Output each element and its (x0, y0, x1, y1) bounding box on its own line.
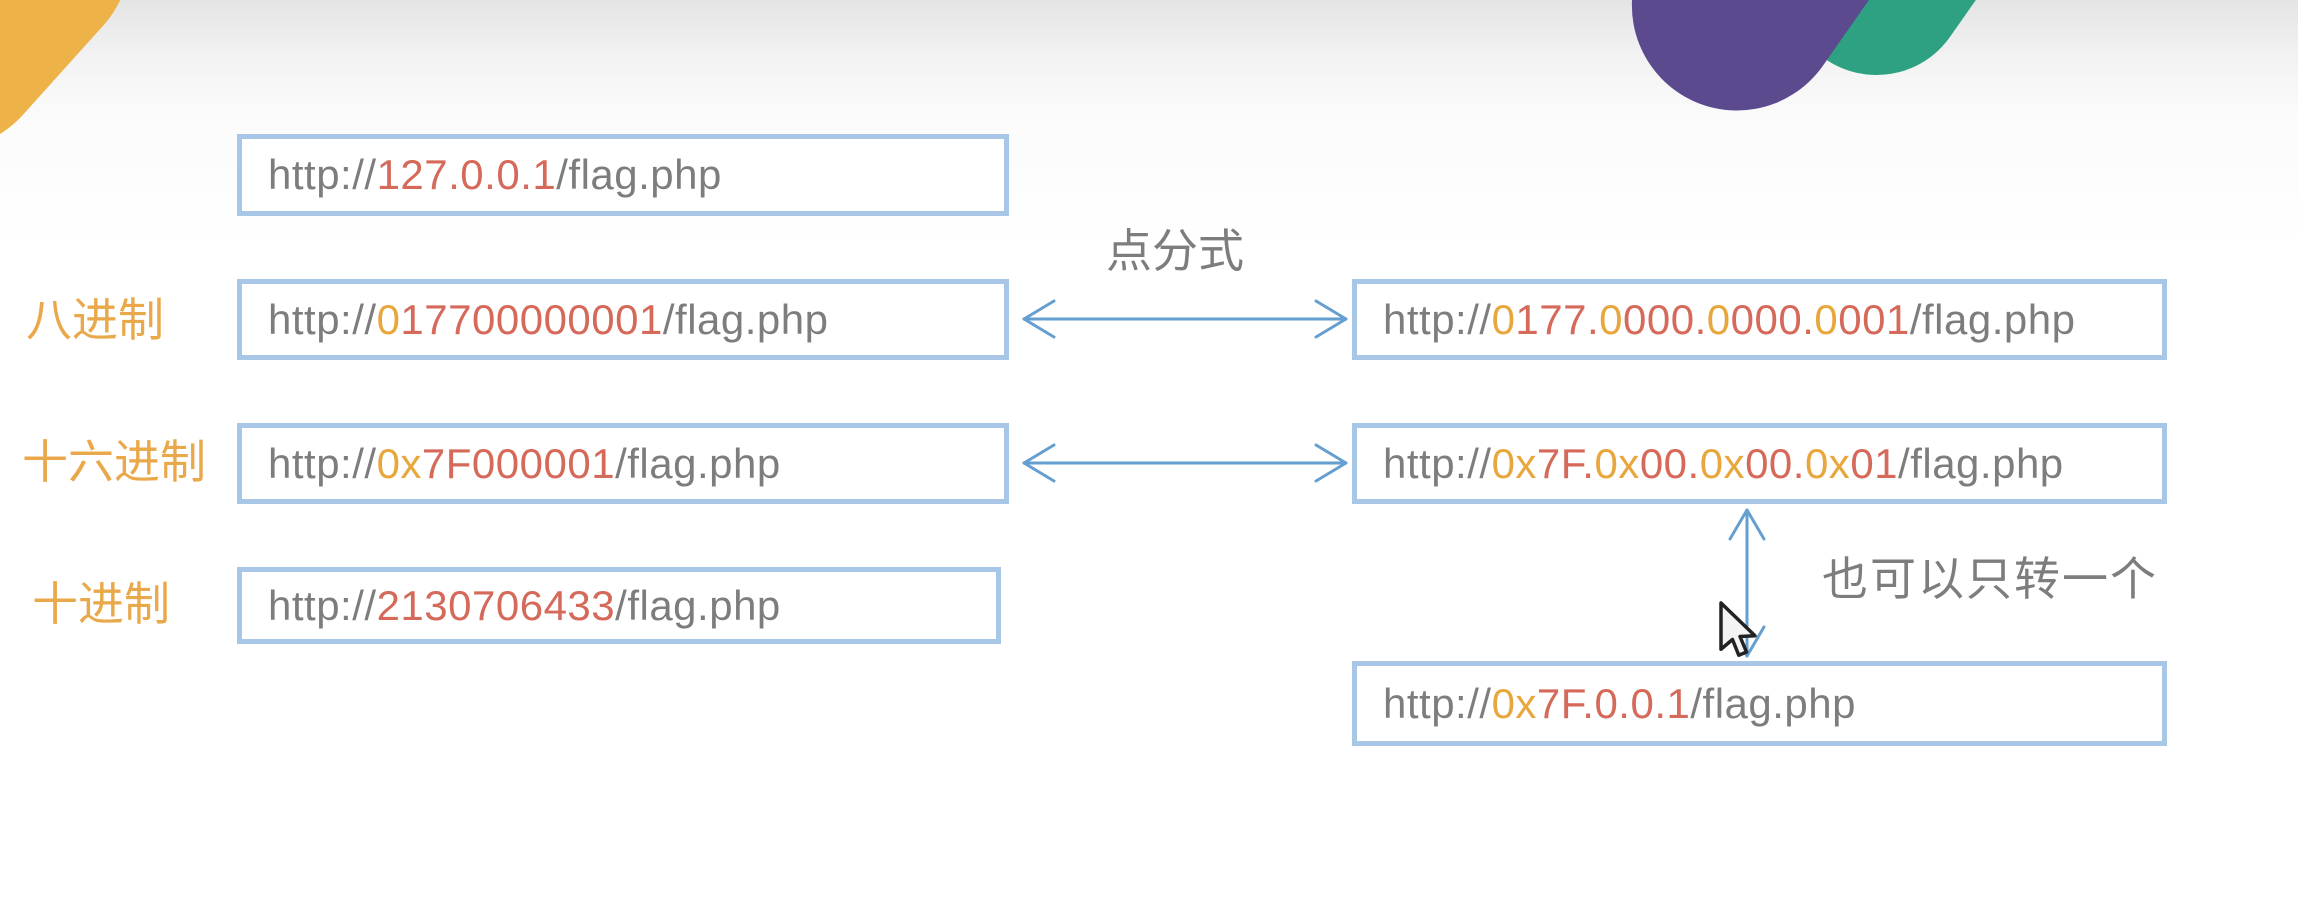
url-text-octal-dotted: http://0177.0000.0000.0001/flag.php (1383, 295, 2076, 343)
url-text-hex-partial: http://0x7F.0.0.1/flag.php (1383, 679, 1857, 727)
row-label-hex: 十六进制 (22, 436, 206, 488)
url-box-hex-partial: http://0x7F.0.0.1/flag.php (1352, 661, 2167, 746)
url-text-hex-single: http://0x7F000001/flag.php (268, 439, 781, 487)
row-label-decimal: 十进制 (32, 578, 170, 630)
mouse-cursor-icon (1719, 601, 1757, 657)
url-text-decimal-single: http://2130706433/flag.php (268, 581, 781, 629)
url-box-hex-dotted: http://0x7F.0x00.0x00.0x01/flag.php (1352, 423, 2167, 504)
annotation-dotted-format: 点分式 (1106, 225, 1244, 277)
corner-blob-yellow-icon (0, 0, 174, 193)
url-box-octal-single: http://017700000001/flag.php (237, 279, 1009, 360)
double-arrow-octal-icon (1022, 299, 1348, 339)
url-text-base: http://127.0.0.1/flag.php (268, 151, 722, 198)
double-arrow-hex-icon (1022, 443, 1348, 483)
url-text-octal-single: http://017700000001/flag.php (268, 295, 829, 343)
annotation-convert-only-one: 也可以只转一个 (1822, 553, 2158, 605)
url-box-decimal-single: http://2130706433/flag.php (237, 567, 1001, 644)
row-label-octal: 八进制 (26, 294, 164, 346)
url-box-hex-single: http://0x7F000001/flag.php (237, 423, 1009, 504)
url-text-hex-dotted: http://0x7F.0x00.0x00.0x01/flag.php (1383, 439, 2064, 487)
url-box-base: http://127.0.0.1/flag.php (237, 134, 1009, 216)
url-box-octal-dotted: http://0177.0000.0000.0001/flag.php (1352, 279, 2167, 360)
